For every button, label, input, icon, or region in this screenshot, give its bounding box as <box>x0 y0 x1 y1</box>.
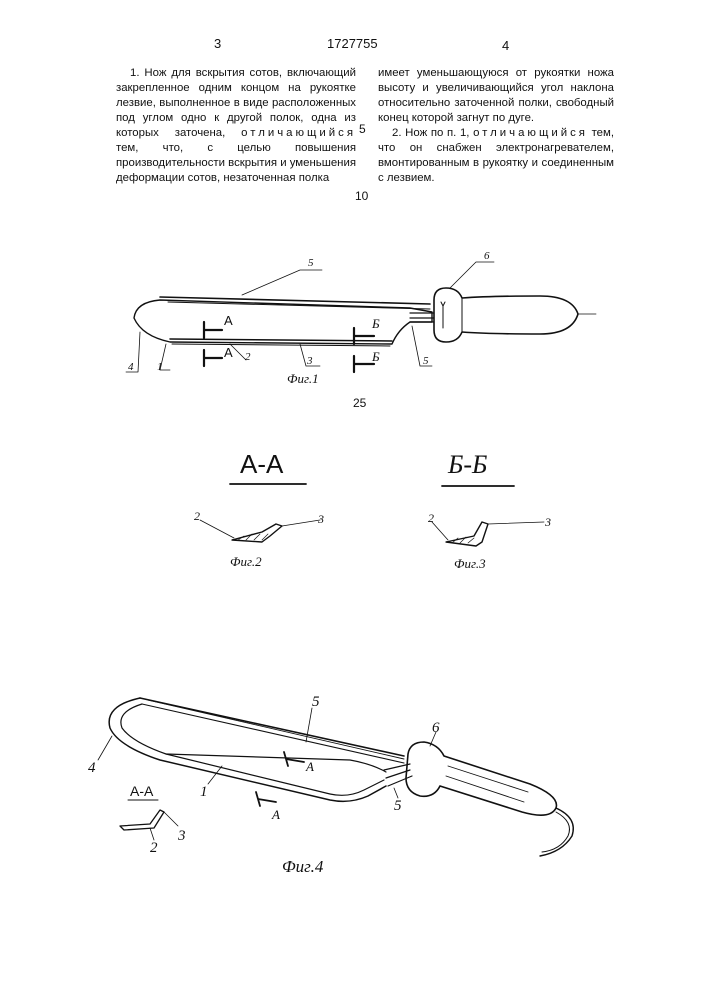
fig4-label-6: 6 <box>432 720 440 736</box>
fig4-inset-leaders <box>150 812 178 840</box>
fig4-section-mark-bottom <box>256 792 276 806</box>
fig1-section-b-marks <box>354 328 374 372</box>
fig4-handle <box>406 742 556 815</box>
fig1-label-5-top: 5 <box>308 257 314 269</box>
fig3-section-title: Б-Б <box>447 450 487 479</box>
fig2-leaders <box>200 520 320 538</box>
fig4-inset-profile <box>120 810 164 830</box>
fig1-label-5-bottom: 5 <box>423 355 429 367</box>
figure-1: А А Б Б 5 4 1 2 3 5 6 Фиг.1 <box>126 250 596 386</box>
fig4-label-5-top: 5 <box>312 694 320 710</box>
fig1-label-4: 4 <box>128 361 134 373</box>
fig4-inset-label-2: 2 <box>150 840 158 856</box>
fig2-caption: Фиг.2 <box>230 554 262 569</box>
fig2-label-2: 2 <box>194 509 200 523</box>
fig4-cable-2 <box>542 812 570 852</box>
fig2-label-3: 3 <box>317 512 324 526</box>
fig4-inset-title: А-А <box>130 783 154 799</box>
fig4-section-a-top: А <box>305 759 314 774</box>
fig1-label-3: 3 <box>306 355 313 367</box>
fig1-label-1: 1 <box>157 361 163 373</box>
fig4-top-ledge-3 <box>148 700 404 759</box>
fig3-caption: Фиг.3 <box>454 556 486 571</box>
fig4-top-ledge <box>140 698 404 756</box>
fig1-label-2: 2 <box>245 351 251 363</box>
fig1-label-6: 6 <box>484 250 490 262</box>
fig4-label-5-bottom: 5 <box>394 798 402 814</box>
figure-3: Б-Б 2 3 Фиг.3 <box>428 450 551 571</box>
fig1-section-a-bottom: А <box>224 345 233 360</box>
fig2-section-title: А-А <box>240 449 284 479</box>
fig1-section-b-bottom: Б <box>371 349 380 364</box>
fig1-blade-outline <box>134 300 432 344</box>
fig3-label-2: 2 <box>428 511 434 525</box>
fig3-label-3: 3 <box>544 515 551 529</box>
fig4-section-a-bottom: А <box>271 807 280 822</box>
fig1-caption: Фиг.1 <box>287 371 319 386</box>
fig1-section-b-top: Б <box>371 316 380 331</box>
figure-4: А А 5 4 1 5 6 А-А 2 3 Фиг.4 <box>88 694 573 876</box>
fig1-shank <box>410 313 434 322</box>
fig1-section-a-top: А <box>224 313 233 328</box>
fig1-handle <box>434 288 578 342</box>
fig4-shank <box>384 764 412 786</box>
fig4-handle-grip-lines <box>446 766 528 802</box>
fig1-handle-mark <box>441 302 445 328</box>
fig4-label-4: 4 <box>88 760 96 776</box>
fig4-inset-label-3: 3 <box>177 828 186 844</box>
fig4-caption: Фиг.4 <box>282 857 324 876</box>
figure-2: А-А 2 3 Фиг.2 <box>194 449 324 569</box>
fig1-bottom-edge <box>170 339 392 341</box>
fig4-label-1: 1 <box>200 784 208 800</box>
